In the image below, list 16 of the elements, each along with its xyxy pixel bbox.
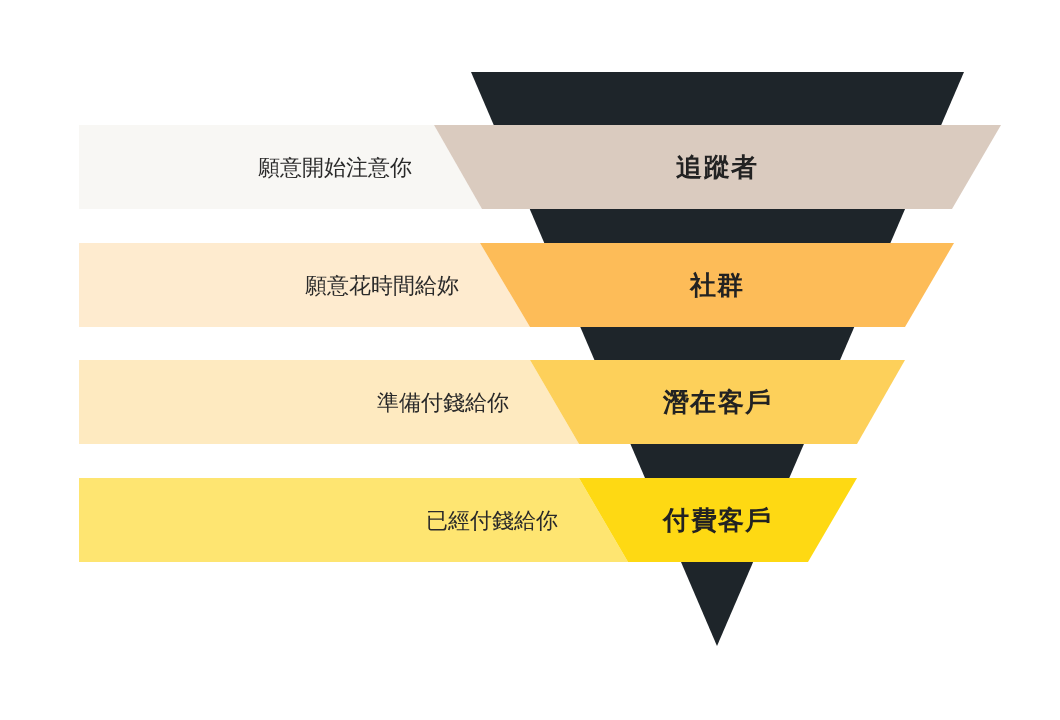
- stage-description: 已經付錢給你: [425, 506, 558, 535]
- stage-name: 社群: [689, 268, 745, 302]
- stage-description: 準備付錢給你: [376, 388, 509, 417]
- label-bar: [79, 243, 530, 327]
- stage-name: 潛在客戶: [663, 385, 773, 419]
- stage-description: 願意花時間給妳: [305, 271, 459, 300]
- stage-description: 願意開始注意你: [258, 153, 412, 182]
- funnel-stage: [579, 478, 857, 562]
- funnel-stage: [480, 243, 954, 327]
- label-bar: [79, 360, 579, 444]
- label-bar: [79, 125, 482, 209]
- funnel-stage: [434, 125, 1001, 209]
- label-bar: [79, 478, 628, 562]
- stage-name: 付費客戶: [663, 503, 773, 537]
- funnel-stage: [530, 360, 905, 444]
- stage-name: 追蹤者: [676, 150, 759, 184]
